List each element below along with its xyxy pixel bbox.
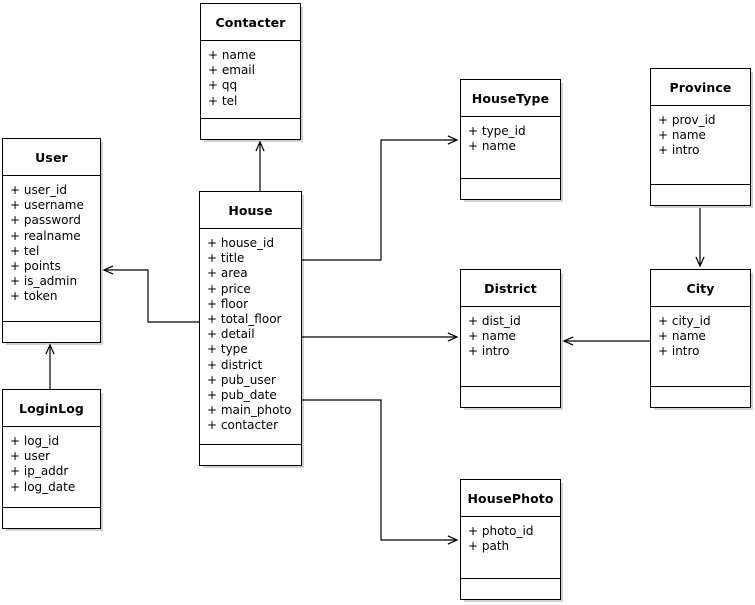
arrowhead-open-icon [447,332,459,342]
class-title-housephoto: HousePhoto [461,480,560,517]
uml-class-user[interactable]: User+ user_id+ username+ password+ realn… [2,138,101,343]
class-title-user: User [3,139,100,176]
class-attributes-city: + city_id+ name+ intro [651,307,750,387]
class-methods-loginlog [3,508,100,528]
attribute-row: + house_id [207,236,275,250]
attribute-row: + password [10,213,81,228]
uml-class-district[interactable]: District+ dist_id+ name+ intro [460,269,561,408]
attribute-row: + type [207,342,248,357]
relation-house-to-contacter [255,140,265,191]
arrowhead-open-icon [695,256,705,268]
attribute-row: + ip_addr [10,464,69,479]
attribute-row: + area [207,266,248,281]
attribute-row: + district [207,357,263,372]
uml-class-house[interactable]: House+ house_id+ title+ area+ price+ flo… [199,191,302,466]
attribute-row: + user [10,449,51,464]
attribute-row: + username [10,198,84,213]
attribute-row: + detail [207,327,255,342]
class-title-loginlog: LoginLog [3,390,100,427]
relation-line [104,269,199,323]
attribute-row: + points [10,259,61,274]
arrowhead-open-icon [45,343,55,355]
attribute-row: + main_photo [207,403,292,418]
uml-class-loginlog[interactable]: LoginLog+ log_id+ user+ ip_addr+ log_dat… [2,389,101,529]
relation-house-to-district [302,332,459,342]
class-attributes-housephoto: + photo_id+ path [461,517,560,579]
attribute-row: + pub_user [207,372,276,387]
attribute-row: + log_id [10,434,60,448]
attribute-row: + qq [208,78,238,93]
attribute-row: + name [658,128,706,143]
attribute-row: + token [10,289,58,304]
attribute-row: + title [207,251,245,266]
class-methods-house [200,445,301,465]
class-methods-province [651,185,750,205]
class-methods-contacter [201,119,300,139]
attribute-row: + log_date [10,479,76,494]
attribute-row: + floor [207,296,249,311]
attribute-row: + photo_id [468,524,534,538]
attribute-row: + contacter [207,418,279,433]
attribute-row: + name [468,329,516,344]
relation-line [302,399,457,541]
uml-class-housetype[interactable]: HouseType+ type_id+ name [460,79,561,200]
attribute-row: + pub_date [207,388,277,403]
arrowhead-open-icon [447,135,459,145]
class-attributes-housetype: + type_id+ name [461,117,560,179]
attribute-row: + city_id [658,314,711,328]
class-methods-city [651,387,750,407]
class-attributes-house: + house_id+ title+ area+ price+ floor+ t… [200,229,301,445]
arrowhead-open-icon [255,140,265,152]
uml-class-province[interactable]: Province+ prov_id+ name+ intro [650,68,751,206]
class-attributes-user: + user_id+ username+ password+ realname+… [3,176,100,322]
relation-city-to-district [562,336,650,346]
attribute-row: + intro [658,143,700,158]
attribute-row: + total_floor [207,312,282,327]
uml-class-housephoto[interactable]: HousePhoto+ photo_id+ path [460,479,561,600]
class-title-house: House [200,192,301,229]
attribute-row: + intro [468,344,510,359]
class-methods-user [3,322,100,342]
attribute-row: + dist_id [468,314,521,328]
relation-house-to-housetype [302,135,459,261]
attribute-row: + tel [10,243,40,258]
arrowhead-open-icon [562,336,574,346]
class-attributes-contacter: + name+ email+ qq+ tel [201,41,300,119]
class-title-housetype: HouseType [461,80,560,117]
relation-province-to-city [695,208,705,268]
uml-class-city[interactable]: City+ city_id+ name+ intro [650,269,751,408]
class-title-city: City [651,270,750,307]
attribute-row: + user_id [10,183,67,197]
class-methods-district [461,387,560,407]
attribute-row: + realname [10,228,81,243]
arrowhead-open-icon [102,265,114,275]
class-attributes-province: + prov_id+ name+ intro [651,106,750,185]
attribute-row: + name [658,329,706,344]
attribute-row: + price [207,281,251,296]
arrowhead-open-icon [447,535,459,545]
class-attributes-loginlog: + log_id+ user+ ip_addr+ log_date [3,427,100,508]
attribute-row: + path [468,539,510,554]
class-title-province: Province [651,69,750,106]
class-methods-housephoto [461,579,560,599]
attribute-row: + name [468,139,516,154]
relation-line [302,139,457,261]
relation-house-to-housephoto [302,399,459,545]
relation-house-to-user [102,265,199,323]
attribute-row: + name [208,48,256,62]
attribute-row: + email [208,63,255,78]
class-methods-housetype [461,179,560,199]
class-title-district: District [461,270,560,307]
class-title-contacter: Contacter [201,4,300,41]
attribute-row: + type_id [468,124,526,138]
class-attributes-district: + dist_id+ name+ intro [461,307,560,387]
relation-loginlog-to-user [45,343,55,389]
attribute-row: + intro [658,344,700,359]
uml-class-contacter[interactable]: Contacter+ name+ email+ qq+ tel [200,3,301,140]
attribute-row: + tel [208,93,238,108]
attribute-row: + prov_id [658,113,716,127]
attribute-row: + is_admin [10,274,78,289]
